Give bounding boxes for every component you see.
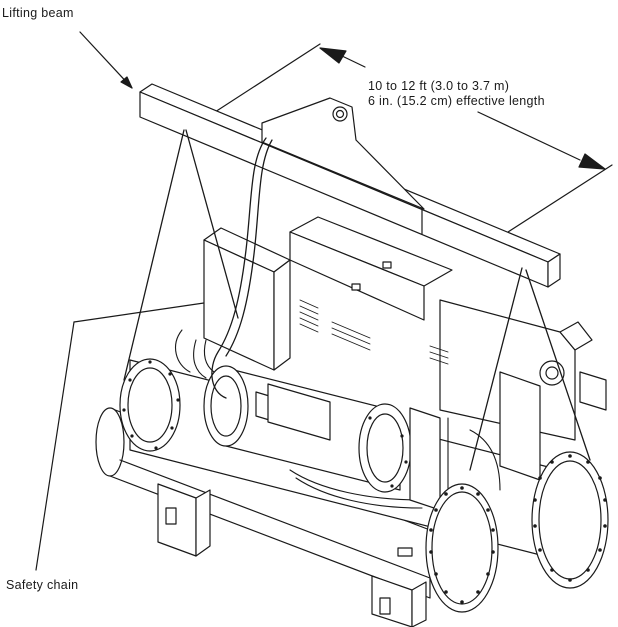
dimension-lines (214, 43, 613, 233)
compressor-motor (203, 365, 412, 493)
starter-panel (409, 371, 607, 511)
lifting-beam (139, 83, 561, 288)
lifting-beam-label: Lifting beam (2, 6, 74, 20)
cabinet-louvers (299, 299, 449, 365)
safety-chain (211, 137, 273, 399)
lifting-cables (123, 129, 591, 471)
safety-chain-label: Safety chain (6, 578, 79, 592)
waterbox-left (425, 483, 499, 613)
control-panel-cabinet (203, 216, 593, 441)
waterbox-right (531, 451, 609, 589)
waterbox-bolts (122, 360, 607, 604)
lifting-beam-leader (79, 31, 133, 89)
effective-length-label-line-1: 10 to 12 ft (3.0 to 3.7 m) (368, 79, 510, 93)
effective-length-label-line-2: 6 in. (15.2 cm) effective length (368, 94, 545, 108)
support-feet (157, 483, 427, 627)
